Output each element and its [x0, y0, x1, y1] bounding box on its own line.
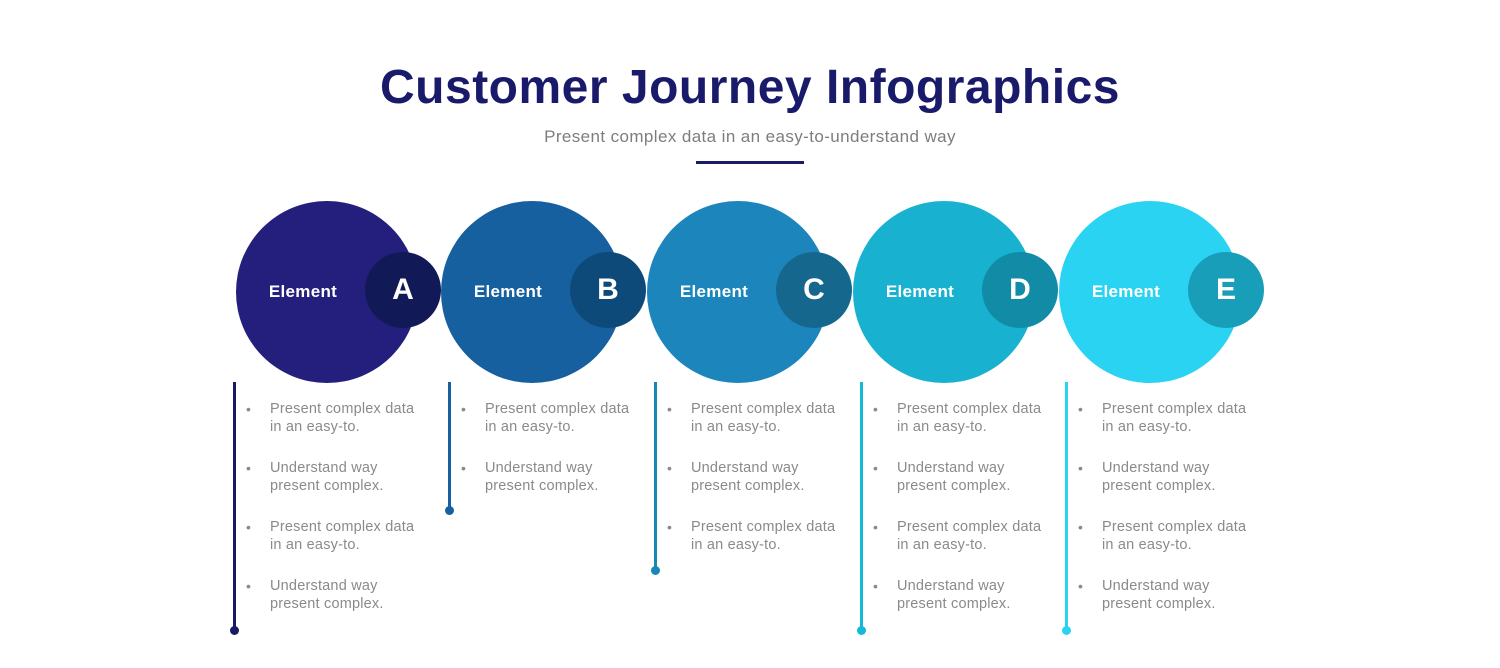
element-letter: A: [392, 273, 414, 306]
element-label: Element: [679, 282, 749, 301]
bullet-text: Present complex data in an easy-to.: [691, 519, 836, 553]
page-subtitle: Present complex data in an easy-to-under…: [544, 127, 956, 146]
bullet-text: Present complex data in an easy-to.: [1102, 519, 1247, 553]
bullet-text: Understand way present complex.: [897, 578, 1011, 612]
timeline-line: [1065, 382, 1068, 630]
bullet-text: Understand way present complex.: [897, 460, 1011, 494]
timeline-end-dot: [1062, 626, 1071, 635]
bullet-marker-icon: •: [667, 519, 673, 535]
bullet-marker-icon: •: [461, 401, 467, 417]
element-label: Element: [1091, 282, 1161, 301]
timeline-line: [654, 382, 657, 570]
timeline-end-dot: [651, 566, 660, 575]
bullet-list: • Present complex data in an easy-to. • Und…: [873, 396, 1051, 636]
bullet-text: Present complex data in an easy-to.: [897, 401, 1042, 435]
title-divider: [696, 161, 804, 164]
element-letter: D: [1009, 273, 1031, 306]
bullet-marker-icon: •: [246, 519, 252, 535]
bullet-marker-icon: •: [1078, 401, 1084, 417]
bullet-text: Present complex data in an easy-to.: [691, 401, 836, 435]
element-label: Element: [268, 282, 338, 301]
bullet-list: • Present complex data in an easy-to. • Und…: [246, 396, 424, 636]
bullet-text: Present complex data in an easy-to.: [485, 401, 630, 435]
bullet-text: Understand way present complex.: [270, 578, 384, 612]
timeline-line: [233, 382, 236, 630]
bullet-text: Understand way present complex.: [485, 460, 599, 494]
element-label: Element: [885, 282, 955, 301]
bullet-marker-icon: •: [246, 578, 252, 594]
bullet-marker-icon: •: [1078, 578, 1084, 594]
bullet-item: • Present complex data in an easy-to.: [246, 518, 424, 554]
timeline-end-dot: [857, 626, 866, 635]
element-letter: C: [803, 273, 825, 306]
bullet-text: Understand way present complex.: [1102, 578, 1216, 612]
element-letter: B: [597, 273, 619, 306]
bullet-item: • Understand way present complex.: [667, 459, 845, 495]
bullet-text: Understand way present complex.: [691, 460, 805, 494]
page-title: Customer Journey Infographics: [380, 61, 1120, 114]
bullet-marker-icon: •: [246, 460, 252, 476]
bullet-marker-icon: •: [461, 460, 467, 476]
bullet-list: • Present complex data in an easy-to. • Und…: [1078, 396, 1256, 636]
bullet-list: • Present complex data in an easy-to. • Und…: [461, 396, 639, 518]
timeline-line: [860, 382, 863, 630]
element-letter-badge: C: [776, 252, 852, 328]
bullet-text: Present complex data in an easy-to.: [270, 519, 415, 553]
bullet-item: • Present complex data in an easy-to.: [1078, 400, 1256, 436]
bullet-item: • Understand way present complex.: [873, 577, 1051, 613]
bullet-text: Present complex data in an easy-to.: [1102, 401, 1247, 435]
bullet-item: • Understand way present complex.: [461, 459, 639, 495]
bullet-text: Understand way present complex.: [270, 460, 384, 494]
bullet-item: • Present complex data in an easy-to.: [873, 400, 1051, 436]
bullet-marker-icon: •: [667, 401, 673, 417]
bullet-marker-icon: •: [873, 578, 879, 594]
bullet-item: • Present complex data in an easy-to.: [667, 400, 845, 436]
bullet-text: Present complex data in an easy-to.: [897, 519, 1042, 553]
timeline-line: [448, 382, 451, 510]
bullet-item: • Present complex data in an easy-to.: [461, 400, 639, 436]
bullet-marker-icon: •: [1078, 460, 1084, 476]
bullet-item: • Understand way present complex.: [246, 577, 424, 613]
bullet-marker-icon: •: [1078, 519, 1084, 535]
bullet-text: Understand way present complex.: [1102, 460, 1216, 494]
element-letter-badge: A: [365, 252, 441, 328]
bullet-item: • Understand way present complex.: [246, 459, 424, 495]
bullet-item: • Present complex data in an easy-to.: [1078, 518, 1256, 554]
bullet-text: Present complex data in an easy-to.: [270, 401, 415, 435]
bullet-item: • Understand way present complex.: [873, 459, 1051, 495]
bullet-list: • Present complex data in an easy-to. • Und…: [667, 396, 845, 577]
bullet-marker-icon: •: [667, 460, 673, 476]
bullet-item: • Present complex data in an easy-to.: [246, 400, 424, 436]
timeline-end-dot: [230, 626, 239, 635]
element-letter-badge: B: [570, 252, 646, 328]
bullet-item: • Present complex data in an easy-to.: [667, 518, 845, 554]
element-letter: E: [1215, 273, 1236, 306]
bullet-item: • Present complex data in an easy-to.: [873, 518, 1051, 554]
bullet-item: • Understand way present complex.: [1078, 459, 1256, 495]
bullet-marker-icon: •: [873, 460, 879, 476]
bullet-marker-icon: •: [246, 401, 252, 417]
element-letter-badge: D: [982, 252, 1058, 328]
element-letter-badge: E: [1188, 252, 1264, 328]
timeline-end-dot: [445, 506, 454, 515]
element-label: Element: [473, 282, 543, 301]
bullet-marker-icon: •: [873, 401, 879, 417]
bullet-marker-icon: •: [873, 519, 879, 535]
bullet-item: • Understand way present complex.: [1078, 577, 1256, 613]
